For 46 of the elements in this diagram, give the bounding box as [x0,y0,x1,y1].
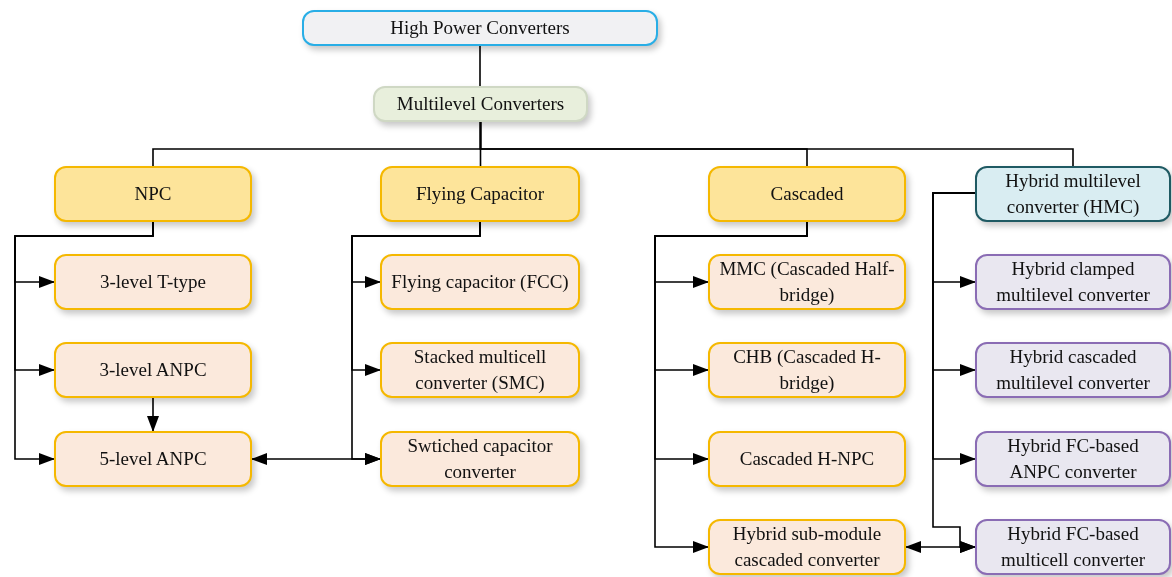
node-label: Swtiched capacitor converter [406,434,554,484]
category-box [975,166,1171,222]
topology-box [54,342,252,398]
node-label: 3-level ANPC [99,358,207,382]
topology-box [975,431,1171,487]
category-box [380,166,580,222]
topology-box [975,519,1171,575]
arrow [251,453,381,465]
topology-box [708,431,906,487]
node-label: Hybrid FC-based ANPC converter [1006,434,1140,484]
topology-box [380,254,580,310]
topology-box [708,519,906,575]
node-label: Flying Capacitor [415,182,545,206]
node-label: NPC [134,182,172,206]
arrow [14,221,154,465]
node-label: Stacked multicell converter (SMC) [412,345,548,395]
arrow [147,397,159,432]
node-label: Cascaded [770,182,844,206]
node-label: 5-level ANPC [99,447,207,471]
connector-line [479,121,1074,167]
node-label: Hybrid FC-based multicell converter [1000,522,1146,572]
topology-box [975,254,1171,310]
node-label: 3-level T-type [99,270,207,294]
topology-box [54,254,252,310]
arrow [905,541,976,553]
category-box [373,86,588,122]
topology-box [708,342,906,398]
category-box [708,166,906,222]
node-label: Hybrid sub-module cascaded converter [731,522,883,572]
node-label: Hybrid cascaded multilevel converter [995,345,1151,395]
node-label: Flying capacitor (FCC) [391,270,569,294]
root-box [302,10,658,46]
node-label: MMC (Cascaded Half-bridge) [718,257,896,307]
topology-box [54,431,252,487]
node-label: CHB (Cascaded H-bridge) [732,345,882,395]
node-label: Hybrid multilevel converter (HMC) [1004,169,1142,219]
topology-box [975,342,1171,398]
node-label: Multilevel Converters [396,92,565,116]
node-label: High Power Converters [390,16,570,40]
node-label: Hybrid clamped multilevel converter [995,257,1151,307]
topology-box [380,431,580,487]
connector-line [479,45,481,87]
topology-box [380,342,580,398]
category-box [54,166,252,222]
node-label: Cascaded H-NPC [739,447,875,471]
topology-box [708,254,906,310]
